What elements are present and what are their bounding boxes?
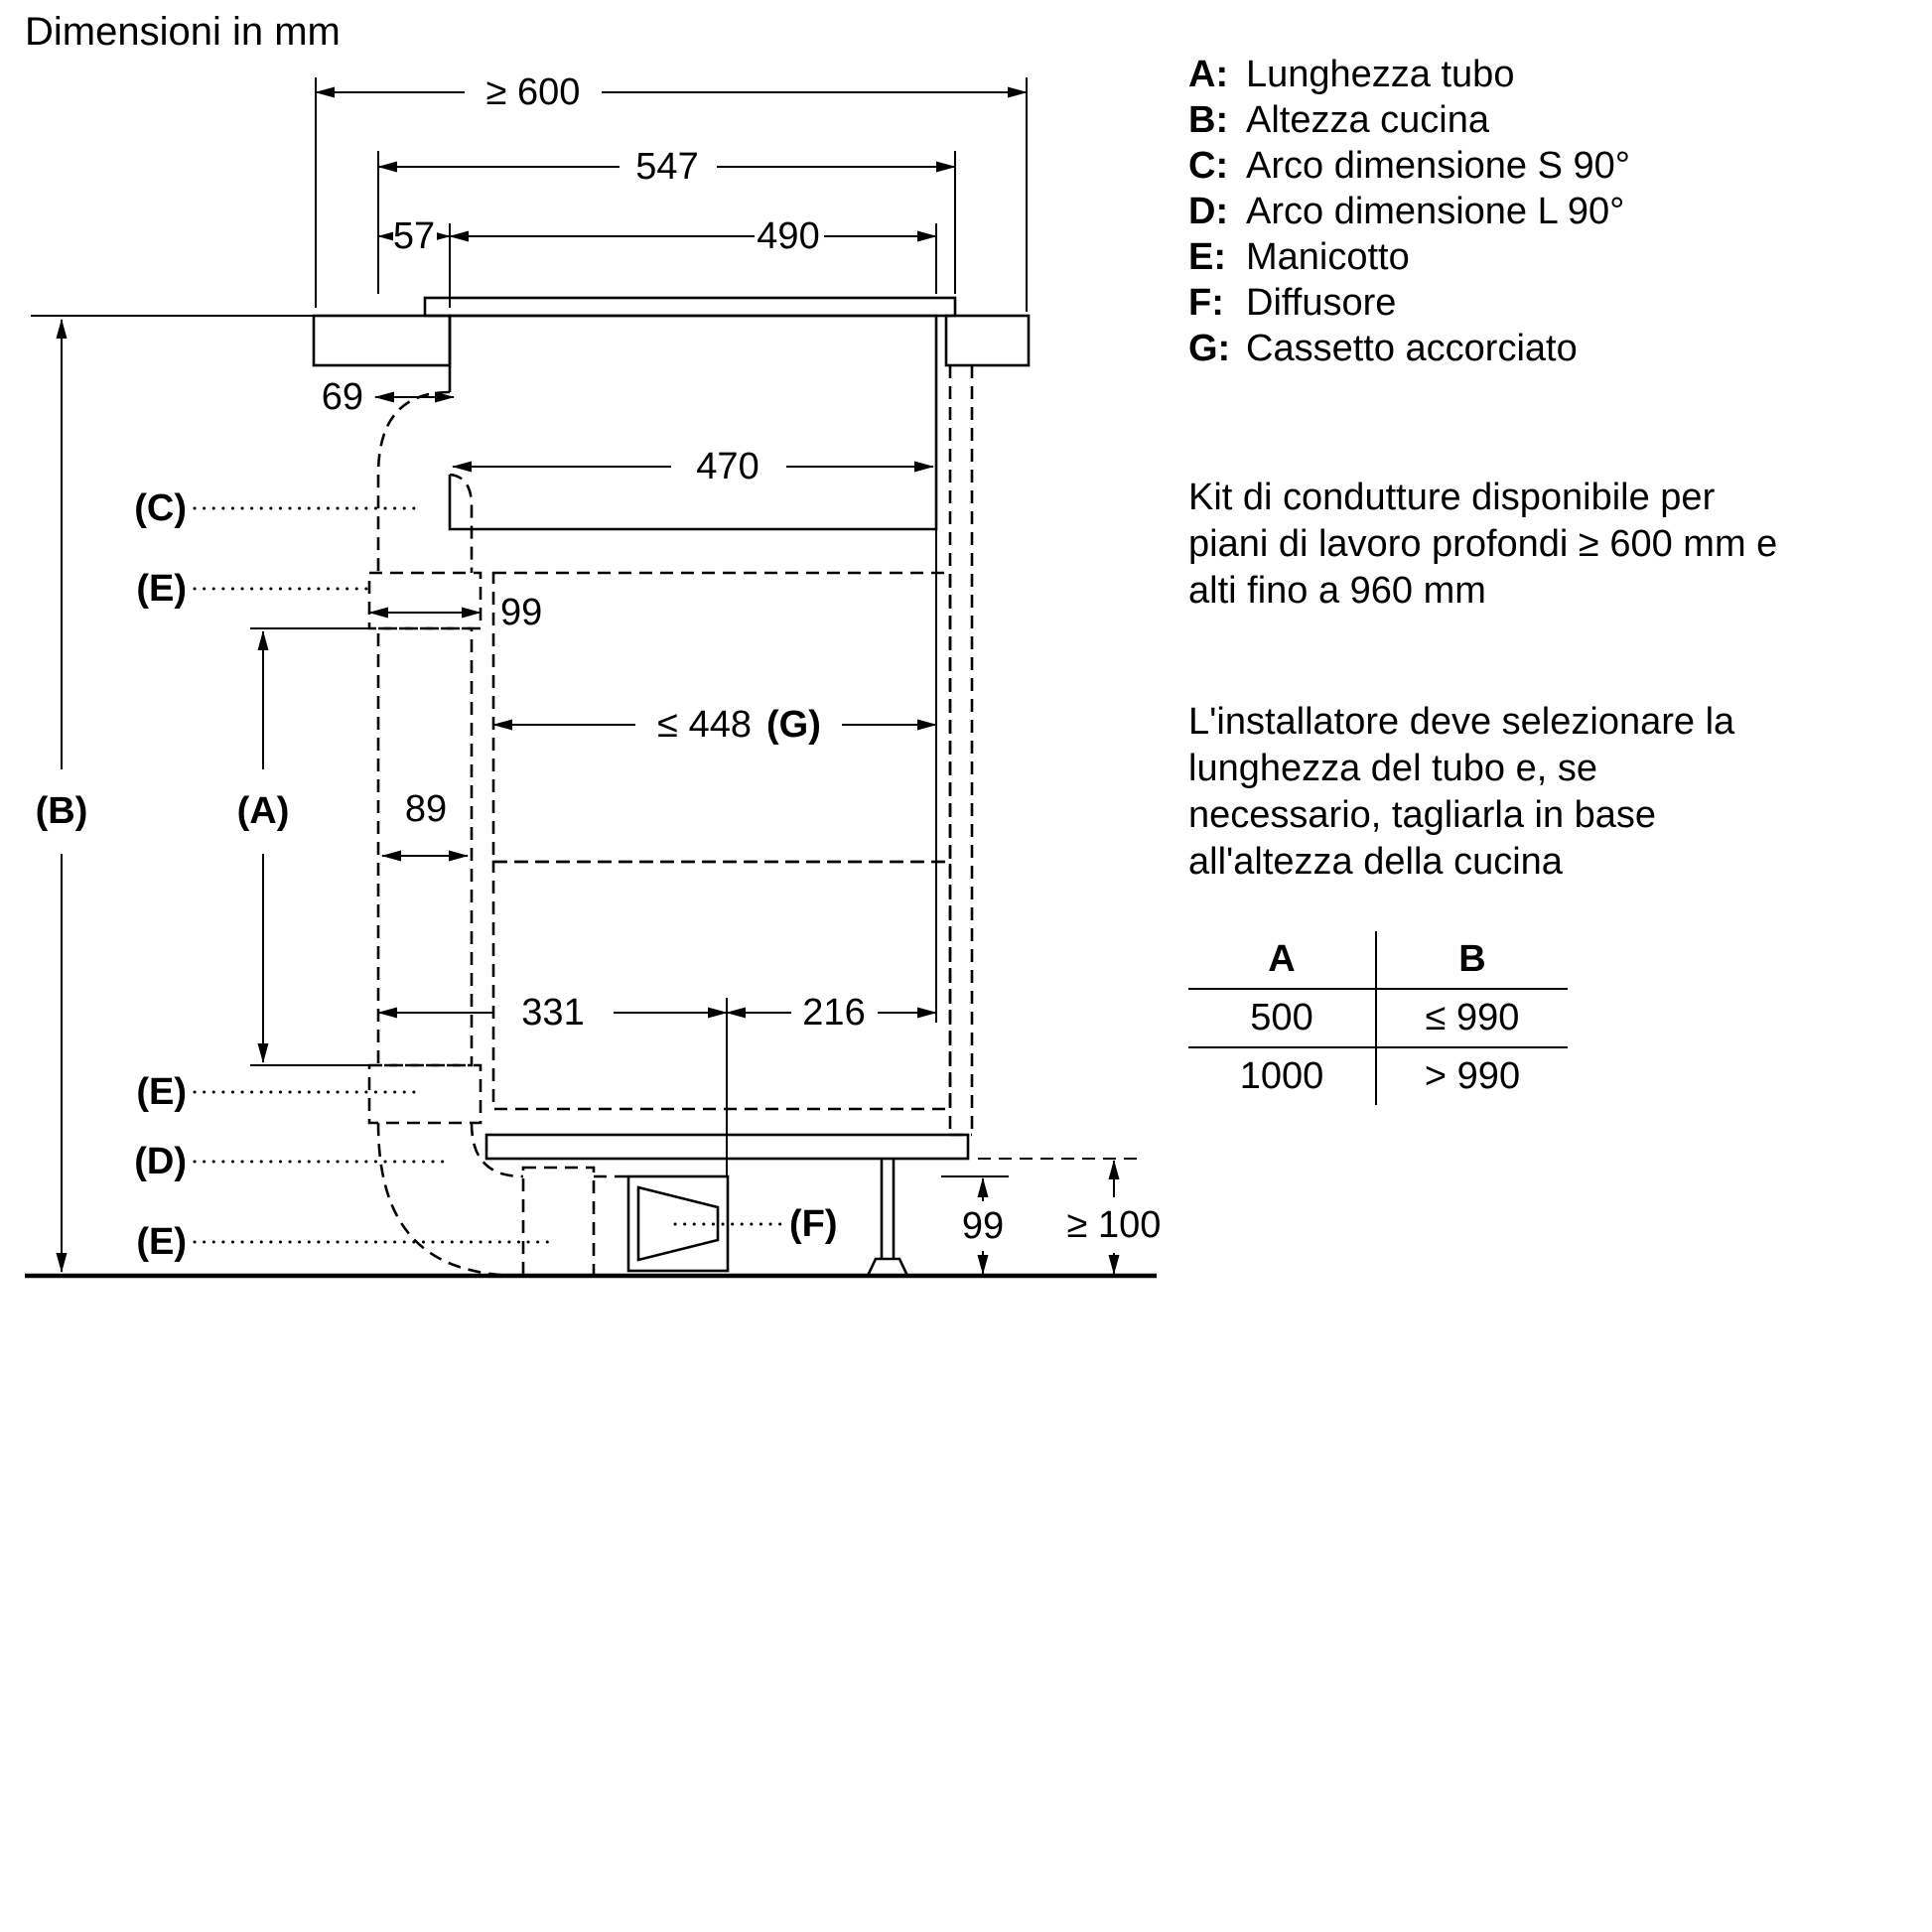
legend-item-d: D: Arco dimensione L 90°	[1188, 189, 1630, 234]
dim-edge-offset: 57	[393, 215, 435, 257]
dim-span-right: 216	[802, 992, 865, 1034]
note-installer: L'installatore deve selezionare la lungh…	[1188, 699, 1734, 886]
bend-l-outer	[376, 1122, 524, 1278]
dim-sleeve-width: 99	[500, 592, 542, 633]
bend-l-inner	[470, 1122, 524, 1178]
callout-diffuser: (F)	[789, 1203, 838, 1245]
callout-tube-length: (A)	[237, 790, 290, 832]
dim-span-left: 331	[521, 992, 584, 1034]
callout-bend-l: (D)	[134, 1141, 187, 1182]
note-line: necessario, tagliarla in base	[1188, 794, 1657, 836]
table-cell: > 990	[1424, 1055, 1521, 1097]
hob-unit	[423, 296, 957, 531]
legend-key: E:	[1188, 236, 1226, 278]
callout-kitchen-height: (B)	[36, 790, 88, 832]
note-line: all'altezza della cucina	[1188, 841, 1563, 883]
dim-duct-width: 89	[405, 788, 447, 830]
legend-text: Altezza cucina	[1246, 99, 1490, 141]
dim-diffuser-height: 99	[962, 1205, 1004, 1247]
table-cell: 1000	[1188, 1048, 1377, 1105]
base-structure	[25, 1133, 1157, 1279]
callout-sleeve-bottom: (E)	[136, 1221, 187, 1263]
legend-text: Arco dimensione S 90°	[1246, 145, 1630, 187]
legend-item-c: C: Arco dimensione S 90°	[1188, 143, 1630, 189]
note-line: lunghezza del tubo e, se	[1188, 748, 1597, 789]
table-cell: 500	[1188, 990, 1377, 1046]
legend: A: Lunghezza tubo B: Altezza cucina C: Arco…	[1188, 52, 1630, 371]
table-header-a: A	[1188, 931, 1377, 988]
legend-key: A:	[1188, 54, 1229, 95]
table-row: 500 ≤ 990	[1188, 990, 1568, 1048]
hob-glass-top	[423, 296, 957, 318]
legend-item-g: G: Cassetto accorciato	[1188, 326, 1630, 371]
legend-key: D:	[1188, 191, 1229, 232]
dim-inner-width: 470	[696, 446, 759, 487]
legend-text: Manicotto	[1246, 236, 1410, 278]
drawer-lower-outline	[491, 860, 952, 1111]
legend-item-b: B: Altezza cucina	[1188, 97, 1630, 143]
callout-drawer: (G)	[766, 704, 821, 746]
note-line: piani di lavoro profondi ≥ 600 mm e	[1188, 523, 1778, 565]
sleeve-bottom	[521, 1166, 596, 1278]
leg-foot	[865, 1257, 910, 1278]
legend-key: G:	[1188, 328, 1231, 369]
tube-length-table: A B 500 ≤ 990 1000 > 990	[1188, 931, 1568, 1105]
legend-key: C:	[1188, 145, 1229, 187]
note-line: alti fino a 960 mm	[1188, 570, 1486, 612]
legend-text: Arco dimensione L 90°	[1246, 191, 1625, 232]
label-mask	[394, 786, 458, 832]
diffuser-vanes	[636, 1185, 720, 1262]
label-mask	[393, 218, 437, 256]
dimension-lines: ≥ 600 547 57 490 69 470 99 (A)	[36, 71, 1162, 1275]
note-duct-kit: Kit di condutture disponibile per piani …	[1188, 475, 1777, 615]
sleeve-middle	[367, 1063, 483, 1125]
legend-text: Lunghezza tubo	[1246, 54, 1515, 95]
legend-text: Diffusore	[1246, 282, 1397, 324]
callout-sleeve-top: (E)	[136, 568, 187, 610]
dim-worktop-depth: ≥ 600	[486, 71, 581, 113]
dim-glass-width: 547	[635, 146, 698, 188]
worktop-right-block	[944, 314, 1031, 367]
worktop-cross-section	[31, 314, 1031, 367]
callout-bend-s: (C)	[134, 487, 187, 529]
table-header-b: B	[1458, 938, 1486, 980]
table-row: 1000 > 990	[1188, 1048, 1568, 1105]
bend-s-inner	[449, 473, 474, 573]
diffuser-box	[626, 1174, 730, 1273]
callout-labels: (C) (E) (E) (D) (E) (F)	[134, 487, 837, 1263]
drawer-upper-outline	[491, 571, 952, 864]
legend-item-f: F: Diffusore	[1188, 280, 1630, 326]
legend-item-a: A: Lunghezza tubo	[1188, 52, 1630, 97]
legend-key: B:	[1188, 99, 1229, 141]
page-title: Dimensioni in mm	[25, 10, 341, 54]
duct-assembly	[367, 390, 730, 1278]
dim-body-width: 490	[757, 215, 819, 257]
legend-key: F:	[1188, 282, 1224, 324]
note-line: L'installatore deve selezionare la	[1188, 701, 1735, 743]
bend-s-outer	[376, 390, 451, 573]
dim-bend-offset: 69	[322, 376, 363, 418]
sleeve-top	[367, 571, 483, 630]
legend-text: Cassetto accorciato	[1246, 328, 1578, 369]
dim-drawer-width: ≤ 448	[657, 704, 752, 746]
flexible-tube	[376, 626, 474, 1067]
note-line: Kit di condutture disponibile per	[1188, 477, 1716, 518]
table-header-row: A B	[1188, 931, 1568, 990]
legend-item-e: E: Manicotto	[1188, 234, 1630, 280]
worktop-left-block	[312, 314, 452, 367]
callout-sleeve-middle: (E)	[136, 1071, 187, 1113]
dim-floor-clearance: ≥ 100	[1067, 1204, 1162, 1246]
hob-body	[448, 314, 938, 531]
table-cell: ≤ 990	[1425, 997, 1520, 1038]
